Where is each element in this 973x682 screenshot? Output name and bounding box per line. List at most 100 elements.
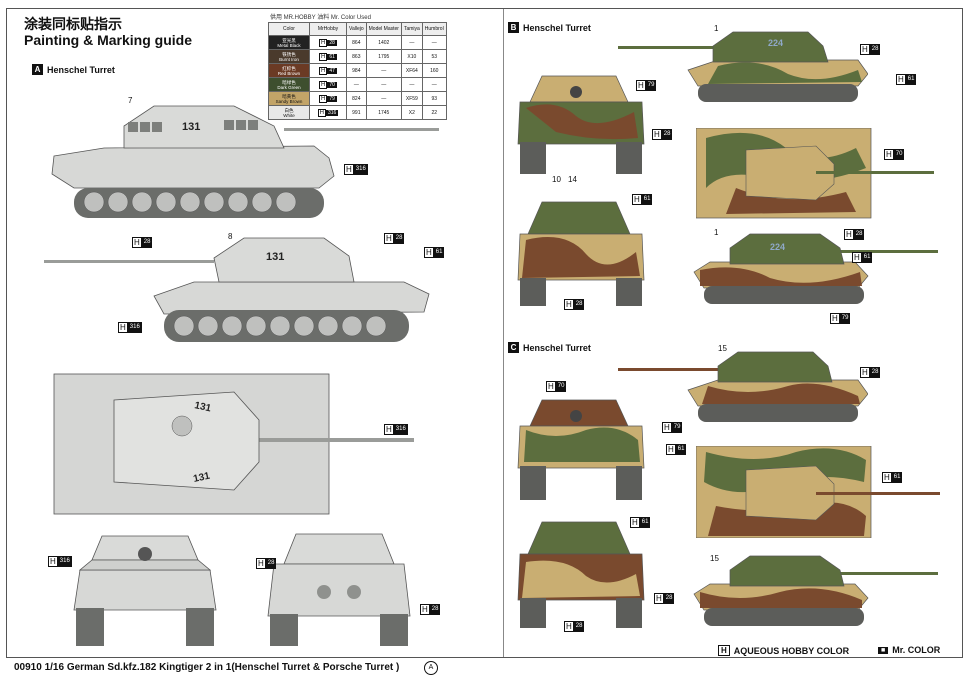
turret-number: 131	[193, 400, 212, 414]
side-view-b-top: 224	[618, 31, 868, 102]
turret-number: 224	[768, 38, 783, 48]
vallejo-code: 864	[346, 35, 367, 50]
callout-number: 1	[714, 24, 719, 33]
turret	[213, 237, 355, 283]
footer-product-line: 00910 1/16 German Sd.kfz.182 Kingtiger 2…	[14, 662, 400, 673]
gun-barrel	[284, 128, 439, 131]
side-view-left-a: 131	[44, 237, 430, 342]
vallejo-code: 984	[346, 63, 367, 78]
front-view-b	[517, 75, 645, 174]
vallejo-code: 863	[346, 49, 367, 64]
legend-aqueous: H AQUEOUS HOBBY COLOR	[718, 645, 849, 656]
top-view-c	[696, 446, 940, 538]
color-table-caption: 供用 MR.HOBBY 油料 Mr. Color Used	[270, 15, 371, 21]
turret-top	[113, 391, 260, 491]
top-view-a: 131 131	[53, 373, 414, 515]
callout-number: 1	[714, 228, 719, 237]
rear-view-c	[517, 521, 645, 628]
turret-number: 131	[192, 471, 211, 485]
model-master-code: 1745	[365, 105, 402, 120]
col-humbrol: Humbrol	[421, 22, 447, 36]
col-tamiya: Tamiya	[400, 22, 423, 36]
col-color: Color	[268, 22, 310, 36]
callout-number: 8	[228, 232, 233, 241]
model-master-code: —	[365, 63, 402, 78]
tamiya-code: XF64	[400, 63, 423, 78]
turret-number: 131	[266, 251, 284, 263]
side-view-b-bottom: 224	[693, 233, 938, 304]
section-a-label: A Henschel Turret	[32, 64, 115, 75]
callout-number: 15	[718, 344, 727, 353]
model-master-code: 1795	[365, 49, 402, 64]
footer-sheet-mark: A	[424, 661, 438, 675]
callout-number: 10	[552, 175, 561, 184]
section-b-label: B Henschel Turret	[508, 22, 591, 33]
color-table: Color MrHobby Vallejo Model Master Tamiy…	[268, 22, 447, 120]
title-chinese: 涂装同标贴指示	[24, 16, 122, 32]
tamiya-code: X10	[400, 49, 423, 64]
vallejo-code: —	[346, 77, 367, 92]
tamiya-code: —	[400, 77, 423, 92]
top-view-b	[696, 128, 934, 219]
turret	[123, 105, 285, 149]
color-table-header: Color MrHobby Vallejo Model Master Tamiy…	[268, 22, 447, 36]
callout-number: 7	[128, 96, 133, 105]
callout-number: 14	[568, 175, 577, 184]
col-mrhobby: MrHobby	[309, 22, 347, 36]
front-view-a	[73, 535, 217, 646]
legend-mr-color: ■ Mr. COLOR	[878, 645, 940, 655]
humbrol-code: —	[421, 77, 447, 92]
humbrol-code: 93	[421, 91, 447, 106]
callout-number: 15	[710, 554, 719, 563]
turret-number: 131	[182, 121, 200, 133]
col-model-master: Model Master	[365, 22, 402, 36]
rear-view-a	[267, 533, 411, 646]
model-master-code: —	[365, 77, 402, 92]
model-master-code: 1402	[365, 35, 402, 50]
title-english: Painting & Marking guide	[24, 32, 193, 48]
gun-barrel	[234, 438, 414, 442]
hull	[153, 281, 430, 315]
instruction-sheet	[6, 8, 963, 658]
humbrol-code: 160	[421, 63, 447, 78]
rear-view-b	[517, 201, 645, 306]
gun-barrel	[44, 260, 214, 263]
humbrol-code: 53	[421, 49, 447, 64]
front-view-c	[517, 399, 645, 500]
side-view-c-bottom	[693, 555, 938, 626]
